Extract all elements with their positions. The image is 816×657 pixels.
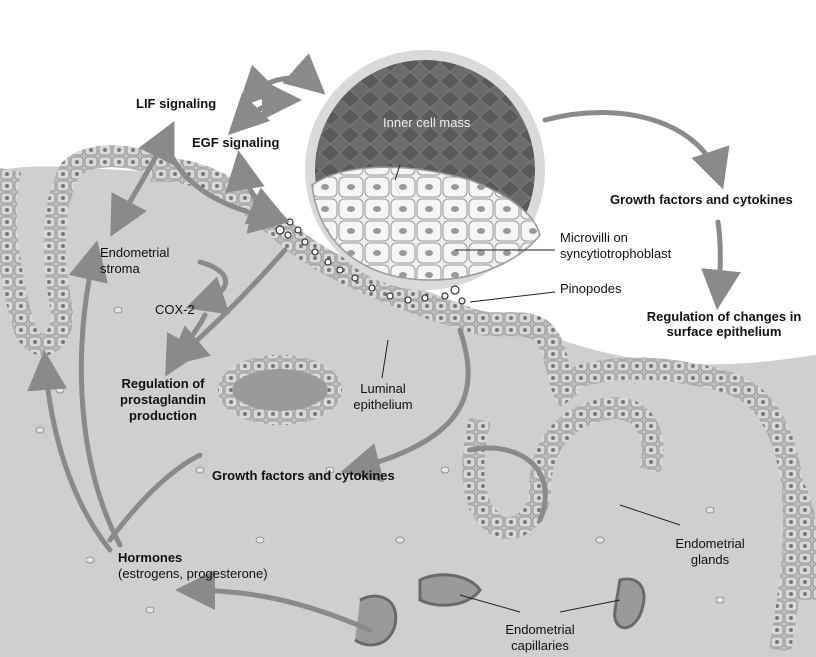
label-stroma-line1: Endometrial	[100, 246, 169, 261]
label-glands-line1: Endometrial	[660, 537, 760, 552]
oval-gland	[225, 362, 335, 418]
label-capillaries-line2: capillaries	[485, 639, 595, 654]
label-cox2: COX-2	[155, 303, 195, 318]
label-growth-factors-bottom: Growth factors and cytokines	[212, 469, 395, 484]
label-glands-line2: glands	[660, 553, 760, 568]
label-regulation-pg-line3: production	[108, 409, 218, 424]
label-microvilli-line2: syncytiotrophoblast	[560, 247, 671, 262]
label-microvilli-line1: Microvilli on	[560, 231, 628, 246]
label-regulation-pg-line2: prostaglandin	[108, 393, 218, 408]
label-pinopodes: Pinopodes	[560, 282, 621, 297]
label-luminal-line1: Luminal	[338, 382, 428, 397]
label-egf-signaling: EGF signaling	[192, 136, 279, 151]
label-luminal-line2: epithelium	[338, 398, 428, 413]
label-lif-signaling: LIF signaling	[136, 97, 216, 112]
label-stroma-line2: stroma	[100, 262, 140, 277]
label-hormones-sub: (estrogens, progesterone)	[118, 567, 268, 582]
label-capillaries-line1: Endometrial	[485, 623, 595, 638]
label-hormones: Hormones	[118, 551, 182, 566]
label-regulation-surface-line2: surface epithelium	[634, 325, 814, 340]
label-regulation-surface-line1: Regulation of changes in	[634, 310, 814, 325]
label-growth-factors-top: Growth factors and cytokines	[610, 193, 793, 208]
label-regulation-pg-line1: Regulation of	[108, 377, 218, 392]
capillary-1	[355, 596, 396, 645]
label-inner-cell-mass: Inner cell mass	[383, 116, 470, 131]
